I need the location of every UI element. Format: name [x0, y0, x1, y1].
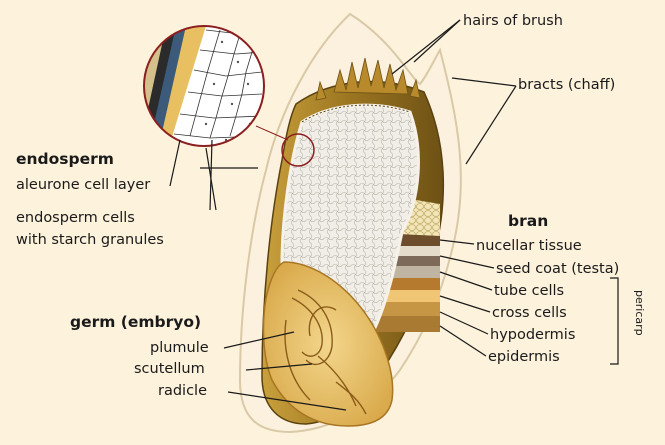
- label-bran: bran: [508, 214, 548, 230]
- label-hypodermis: hypodermis: [490, 328, 575, 343]
- label-pericarp: pericarp: [633, 290, 646, 336]
- label-bracts: bracts (chaff): [518, 78, 615, 93]
- label-tube-cells: tube cells: [494, 284, 564, 299]
- label-cross-cells: cross cells: [492, 306, 567, 321]
- label-seed-coat: seed coat (testa): [496, 262, 619, 277]
- label-plumule: plumule: [150, 341, 209, 356]
- label-aleurone: aleurone cell layer: [16, 178, 150, 193]
- label-germ: germ (embryo): [70, 315, 201, 331]
- label-nucellar-tissue: nucellar tissue: [476, 239, 582, 254]
- label-endosperm-cells-1: endosperm cells: [16, 211, 135, 226]
- label-radicle: radicle: [158, 384, 207, 399]
- label-scutellum: scutellum: [134, 362, 205, 377]
- label-endosperm-cells-2: with starch granules: [16, 233, 164, 248]
- label-epidermis: epidermis: [488, 350, 560, 365]
- label-endosperm: endosperm: [16, 152, 114, 168]
- label-hairs-of-brush: hairs of brush: [463, 14, 563, 29]
- magnifier: [140, 20, 270, 150]
